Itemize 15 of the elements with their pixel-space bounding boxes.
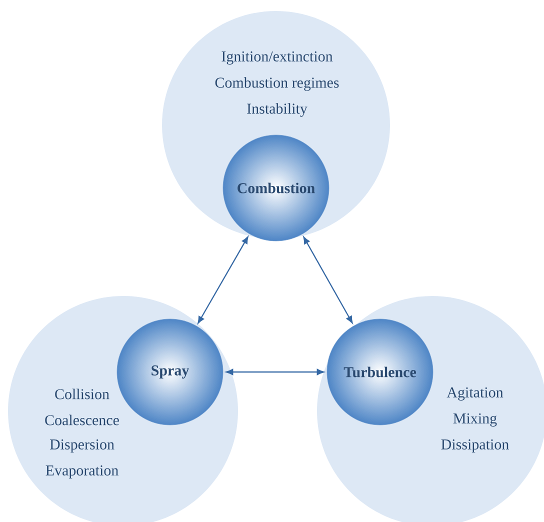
list-item: Dispersion — [50, 439, 114, 453]
sphere: Turbulence — [326, 318, 434, 426]
list-item: Coalescence — [45, 414, 119, 426]
list-item: Collision — [55, 388, 110, 400]
sphere: Combustion — [222, 134, 330, 242]
list-item: Agitation — [446, 387, 504, 401]
list-item: Ignition/extinction — [222, 51, 333, 65]
double-arrow — [303, 236, 353, 324]
double-arrow — [198, 236, 248, 324]
list-item: Dissipation — [441, 439, 509, 453]
list-item: Combustion regimes — [215, 77, 339, 91]
list-item: Instability — [247, 103, 308, 117]
list-item: Mixing — [453, 413, 497, 427]
double-arrow — [226, 368, 324, 376]
list-item: Evaporation — [46, 465, 118, 479]
